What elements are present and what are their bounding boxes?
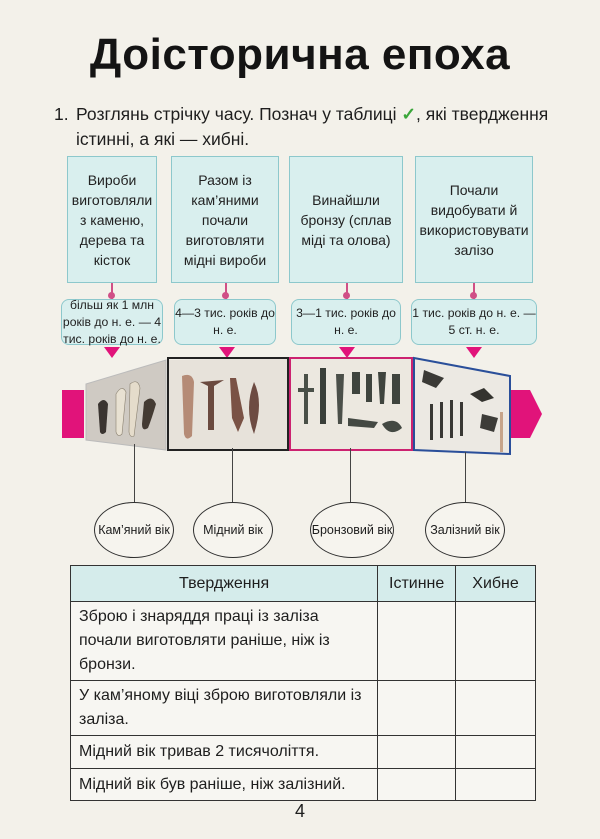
- connector-line: [225, 283, 227, 299]
- connector-line: [473, 283, 475, 299]
- connector-line: [346, 283, 348, 299]
- statement-text: Мідний вік тривав 2 тисячоліття.: [69, 735, 379, 769]
- era-bronze-age: Бронзовий вік: [310, 502, 394, 558]
- table-row: У кам’яному віці зброю виготовляли із за…: [69, 680, 536, 736]
- false-answer-cell[interactable]: [455, 735, 536, 769]
- stone-age-artifacts-image: [85, 359, 167, 451]
- pointer-triangle-icon: [339, 347, 355, 358]
- era-stone-age: Кам’яний вік: [94, 502, 174, 558]
- pointer-triangle-icon: [219, 347, 235, 358]
- date-text: 3—1 тис. років до н. е.: [296, 306, 396, 337]
- connector-dot: [470, 292, 477, 299]
- era-label: Кам’яний вік: [98, 522, 170, 537]
- era-label: Залізний вік: [430, 522, 500, 537]
- false-answer-cell[interactable]: [455, 768, 536, 801]
- table-row: Мідний вік був раніше, ніж залізний.: [69, 768, 536, 801]
- pointer-triangle-icon: [104, 347, 120, 358]
- page-number: 4: [294, 801, 305, 821]
- event-text: Почали видобувати й використовувати залі…: [419, 181, 529, 258]
- table-header-row: Твердження Істинне Хибне: [69, 565, 536, 602]
- event-box-iron: Почали видобувати й використовувати залі…: [415, 156, 533, 283]
- true-answer-cell[interactable]: [377, 680, 457, 736]
- page-title: Доісторична епоха: [89, 30, 511, 79]
- task-text-end: , які твердження істинні, а які — хибні.: [76, 104, 549, 149]
- statements-table: Твердження Істинне Хибне Зброю і знарядд…: [69, 565, 536, 801]
- connector-dot: [343, 292, 350, 299]
- date-text: більш як 1 млн років до н. е. — 4 тис. р…: [62, 297, 162, 346]
- timeline-ribbon: [62, 356, 542, 456]
- era-connector-line: [232, 448, 233, 502]
- header-statement: Твердження: [69, 565, 379, 602]
- ribbon-start-cap: [62, 390, 84, 438]
- era-connector-line: [465, 452, 466, 502]
- pointer-triangle-icon: [466, 347, 482, 358]
- connector-dot: [222, 292, 229, 299]
- connector-dot: [108, 292, 115, 299]
- date-box-iron: 1 тис. років до н. е. — 5 ст. н. е.: [411, 299, 537, 345]
- ribbon-end-arrow-icon: [510, 390, 542, 438]
- era-iron-age: Залізний вік: [425, 502, 505, 558]
- task-number: 1.: [54, 104, 69, 124]
- date-box-copper: 4—3 тис. років до н. е.: [174, 299, 276, 345]
- header-false: Хибне: [455, 565, 536, 602]
- event-box-bronze: Винайшли бронзу (сплав міді та олова): [289, 156, 403, 283]
- table-row: Мідний вік тривав 2 тисячоліття.: [69, 735, 536, 769]
- event-text: Вироби виготовляли з каменю, дерева та к…: [71, 171, 153, 268]
- era-connector-line: [350, 448, 351, 502]
- date-box-stone: більш як 1 млн років до н. е. — 4 тис. р…: [61, 297, 163, 346]
- era-label: Мідний вік: [203, 522, 263, 537]
- connector-line: [111, 283, 113, 299]
- true-answer-cell[interactable]: [377, 768, 457, 801]
- copper-age-artifacts-image: [167, 357, 289, 451]
- date-box-bronze: 3—1 тис. років до н. е.: [291, 299, 401, 345]
- iron-age-artifacts-image: [413, 356, 511, 456]
- event-text: Винайшли бронзу (сплав міді та олова): [300, 191, 392, 248]
- check-mark-icon: ✓: [401, 104, 417, 124]
- event-box-stone: Вироби виготовляли з каменю, дерева та к…: [67, 156, 157, 283]
- task-text-start: Розглянь стрічку часу. Познач у таблиці: [76, 104, 402, 124]
- false-answer-cell[interactable]: [455, 680, 536, 736]
- date-text: 4—3 тис. років до н. е.: [175, 306, 275, 337]
- era-label: Бронзовий вік: [311, 522, 393, 537]
- bronze-age-artifacts-image: [289, 357, 413, 451]
- event-text: Разом із кам’яними почали виготовляти мі…: [183, 171, 267, 268]
- statement-text: Мідний вік був раніше, ніж залізний.: [69, 768, 379, 801]
- true-answer-cell[interactable]: [377, 601, 457, 681]
- era-copper-age: Мідний вік: [193, 502, 273, 558]
- table-row: Зброю і знаряддя праці із заліза почали …: [69, 601, 536, 681]
- event-box-copper: Разом із кам’яними почали виготовляти мі…: [171, 156, 279, 283]
- true-answer-cell[interactable]: [377, 735, 457, 769]
- header-true: Істинне: [377, 565, 457, 602]
- statement-text: У кам’яному віці зброю виготовляли із за…: [69, 680, 379, 736]
- date-text: 1 тис. років до н. е. — 5 ст. н. е.: [412, 306, 536, 337]
- false-answer-cell[interactable]: [455, 601, 536, 681]
- statement-text: Зброю і знаряддя праці із заліза почали …: [69, 601, 379, 681]
- era-connector-line: [134, 444, 135, 502]
